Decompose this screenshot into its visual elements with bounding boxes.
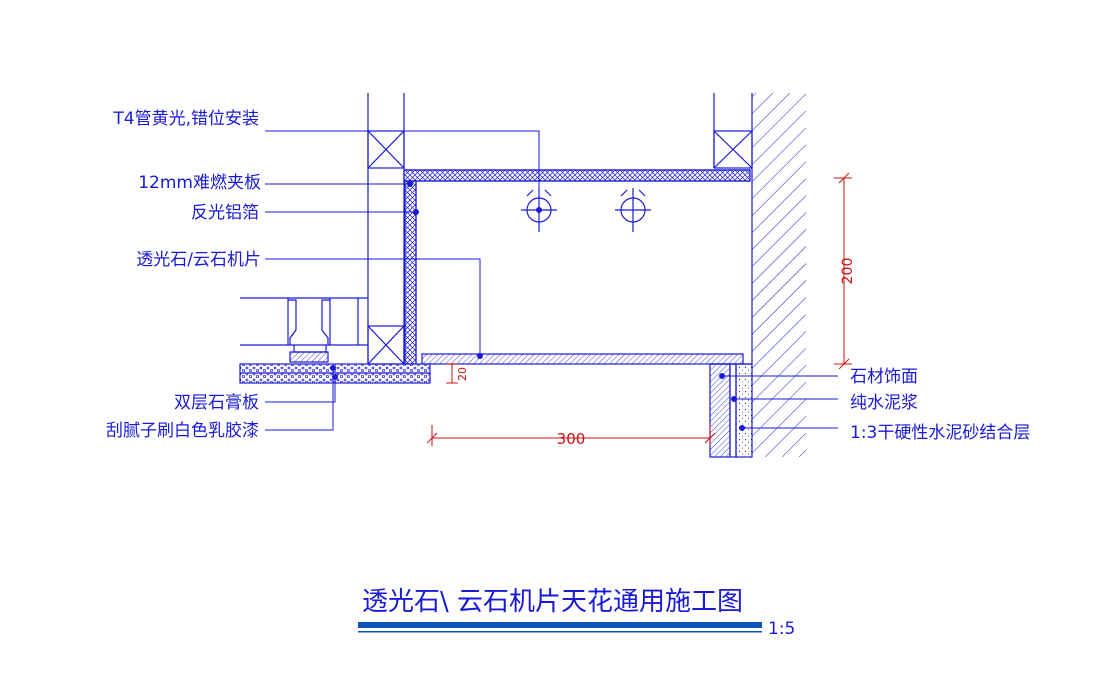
- title-underline-thin: [358, 631, 762, 633]
- timber-block: [367, 130, 405, 169]
- dimension-width: 300: [557, 430, 586, 448]
- label-t4-lamp: T4管黄光,错位安装: [112, 109, 259, 129]
- cement-slurry: [729, 363, 737, 458]
- translucent-stone-panel: [421, 353, 744, 365]
- drawing-title: 透光石\ 云石机片天花通用施工图: [362, 587, 743, 617]
- plywood-board-top: [403, 169, 751, 182]
- timber-block: [367, 325, 405, 365]
- label-cement-slurry: 纯水泥浆: [850, 393, 918, 413]
- title-underline-thick: [358, 622, 762, 628]
- labels-left: T4管黄光,错位安装 12mm难燃夹板 反光铝箔 透光石/云石机片 双层石膏板 …: [106, 109, 261, 441]
- label-translucent-stone: 透光石/云石机片: [136, 250, 261, 270]
- mortar-layer: [735, 363, 753, 458]
- dimension-lines: [426, 172, 852, 446]
- concrete-wall: [752, 93, 806, 457]
- label-plywood: 12mm难燃夹板: [138, 173, 261, 193]
- label-gypsum-board: 双层石膏板: [174, 392, 259, 413]
- dimension-gap: 20: [456, 367, 469, 381]
- label-mortar-layer: 1:3干硬性水泥砂结合层: [850, 423, 1030, 443]
- labels-right: 石材饰面 纯水泥浆 1:3干硬性水泥砂结合层: [850, 367, 1030, 443]
- structure: [239, 93, 806, 458]
- t4-lamp: [615, 188, 651, 232]
- plywood-board-side: [404, 180, 417, 365]
- label-stone-facing: 石材饰面: [850, 367, 918, 387]
- trim-profile: [240, 297, 368, 363]
- dimension-height: 200: [840, 258, 856, 285]
- leader-lines: [265, 130, 838, 431]
- timber-block: [713, 130, 753, 169]
- drawing-scale: 1:5: [768, 619, 795, 639]
- label-latex-paint: 刮腻子刷白色乳胶漆: [106, 421, 259, 441]
- label-aluminium-foil: 反光铝箔: [191, 203, 259, 223]
